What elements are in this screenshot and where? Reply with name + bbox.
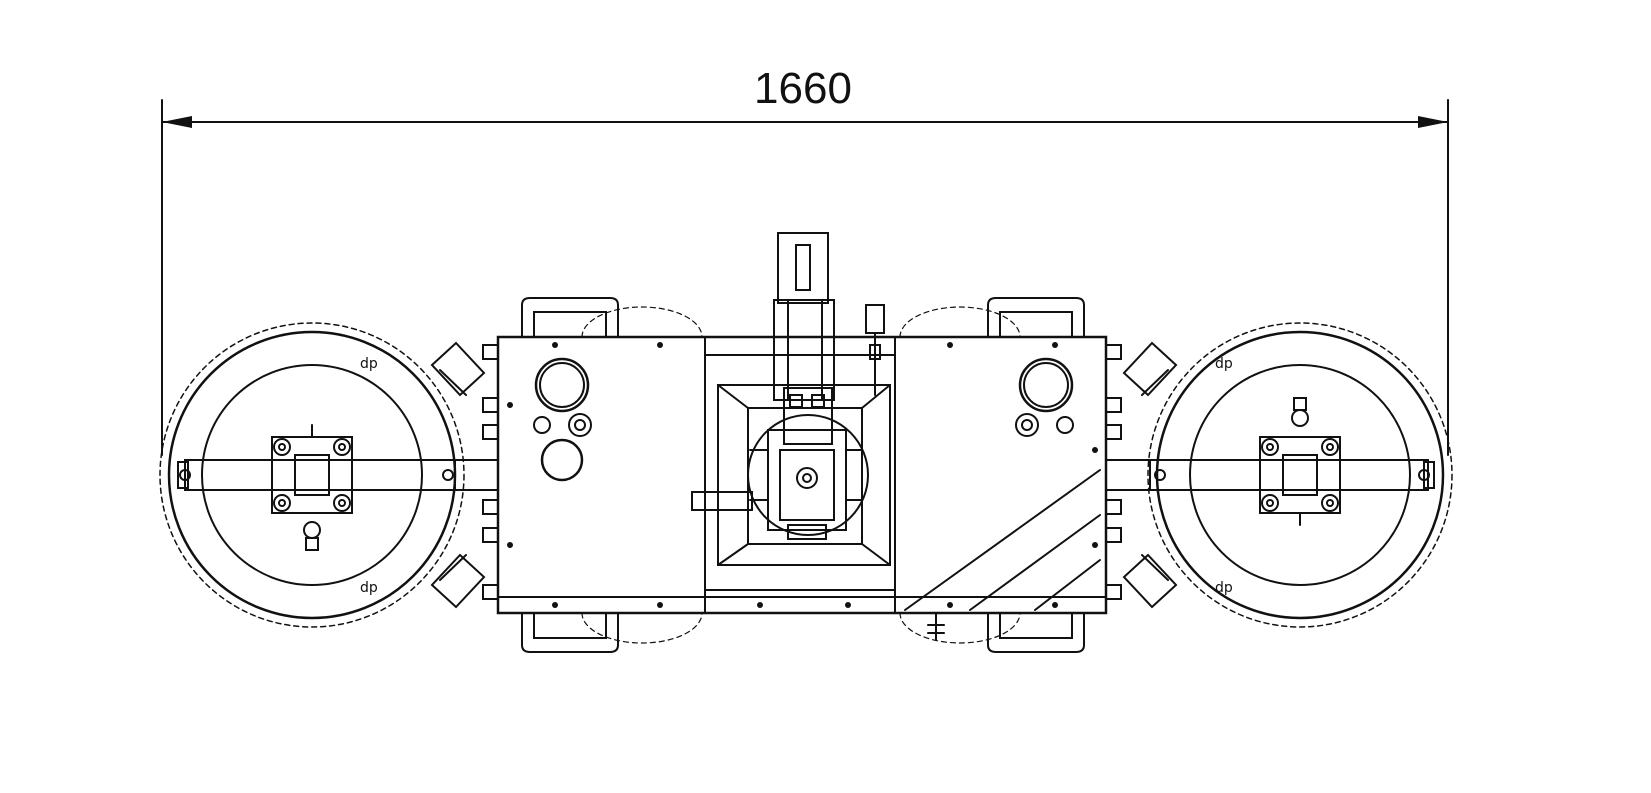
svg-text:dp: dp — [360, 580, 378, 596]
right-wheel: dp dp — [1147, 322, 1453, 628]
arrowhead-right — [1418, 116, 1448, 128]
svg-text:dp: dp — [1215, 356, 1233, 372]
left-clamps — [430, 341, 486, 609]
center-mechanism — [691, 232, 945, 641]
width-dimension: 1660 — [161, 64, 1449, 456]
left-wheel: dp dp — [159, 322, 465, 628]
arrowhead-left — [162, 116, 192, 128]
svg-text:dp: dp — [360, 356, 378, 372]
dimension-value: 1660 — [754, 64, 852, 113]
right-clamps — [1122, 341, 1178, 609]
main-body — [454, 297, 1151, 653]
svg-text:dp: dp — [1215, 580, 1233, 596]
